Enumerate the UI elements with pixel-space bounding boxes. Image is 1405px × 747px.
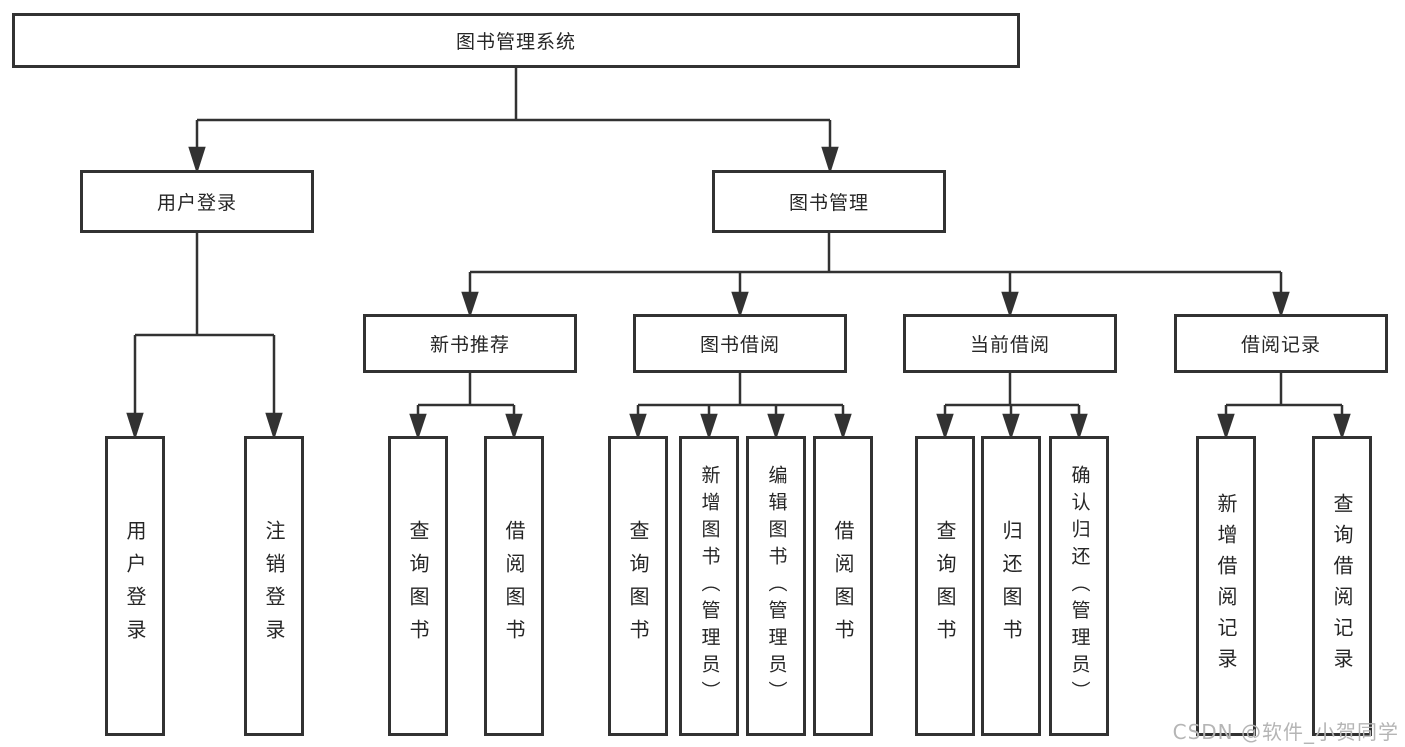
leaf-borrow-books-recommend: 借阅图书: [484, 436, 544, 736]
leaf-add-borrow-record: 新增借阅记录: [1196, 436, 1256, 736]
leaf-return-books-label: 归还图书: [999, 520, 1023, 652]
leaf-edit-books-admin-label: 编辑图书（管理员）: [765, 464, 788, 708]
node-current-borrow: 当前借阅: [903, 314, 1117, 373]
leaf-query-borrow-record: 查询借阅记录: [1312, 436, 1372, 736]
leaf-query-books-recommend-label: 查询图书: [406, 520, 430, 652]
leaf-query-books-current: 查询图书: [915, 436, 975, 736]
node-root-label: 图书管理系统: [455, 31, 576, 53]
node-new-book-recommend-label: 新书推荐: [429, 334, 510, 356]
leaf-edit-books-admin: 编辑图书（管理员）: [746, 436, 806, 736]
leaf-query-books-current-label: 查询图书: [933, 520, 957, 652]
leaf-user-login: 用户登录: [105, 436, 165, 736]
node-root-system: 图书管理系统: [12, 13, 1020, 68]
leaf-user-login-label: 用户登录: [123, 520, 147, 652]
node-book-borrow-label: 图书借阅: [699, 334, 780, 356]
node-book-management-label: 图书管理: [788, 192, 869, 214]
leaf-borrow-books-recommend-label: 借阅图书: [502, 520, 526, 652]
leaf-confirm-return-admin: 确认归还（管理员）: [1049, 436, 1109, 736]
leaf-add-borrow-record-label: 新增借阅记录: [1214, 493, 1238, 679]
leaf-borrow-books-label: 借阅图书: [831, 520, 855, 652]
leaf-add-books-admin-label: 新增图书（管理员）: [698, 464, 721, 708]
node-borrow-record: 借阅记录: [1174, 314, 1388, 373]
leaf-borrow-books: 借阅图书: [813, 436, 873, 736]
node-user-login: 用户登录: [80, 170, 314, 233]
node-borrow-record-label: 借阅记录: [1240, 334, 1321, 356]
leaf-query-books-borrow: 查询图书: [608, 436, 668, 736]
node-book-borrow: 图书借阅: [633, 314, 847, 373]
connector-root-to-level2: [188, 68, 839, 175]
csdn-watermark: CSDN @软件_小贺同学: [1172, 720, 1399, 744]
leaf-return-books: 归还图书: [981, 436, 1041, 736]
leaf-query-books-borrow-label: 查询图书: [626, 520, 650, 652]
connector-user-login-to-leaves: [126, 233, 283, 441]
leaf-query-books-recommend: 查询图书: [388, 436, 448, 736]
node-current-borrow-label: 当前借阅: [969, 334, 1050, 356]
connector-book-mgmt-to-level3: [461, 233, 1290, 318]
leaf-logout: 注销登录: [244, 436, 304, 736]
leaf-confirm-return-admin-label: 确认归还（管理员）: [1068, 464, 1091, 708]
leaf-add-books-admin: 新增图书（管理员）: [679, 436, 739, 736]
node-new-book-recommend: 新书推荐: [363, 314, 577, 373]
leaf-query-borrow-record-label: 查询借阅记录: [1330, 493, 1354, 679]
connector-borrow-record-to-leaves: [1217, 373, 1351, 440]
connector-book-borrow-to-leaves: [629, 373, 852, 440]
connector-new-book-to-leaves: [409, 373, 523, 440]
node-user-login-label: 用户登录: [156, 192, 237, 214]
connector-current-borrow-to-leaves: [936, 373, 1088, 440]
node-book-management: 图书管理: [712, 170, 946, 233]
leaf-logout-label: 注销登录: [262, 520, 286, 652]
